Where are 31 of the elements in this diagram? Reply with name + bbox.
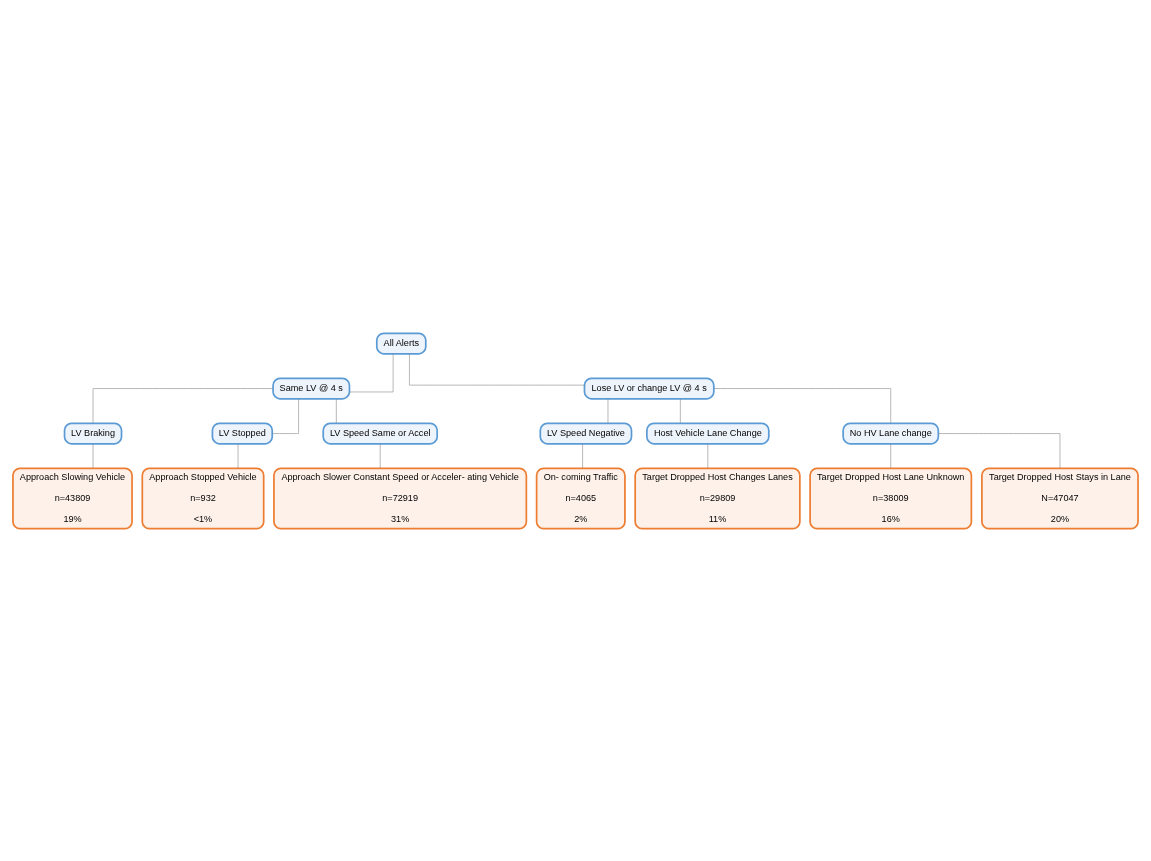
connector: [237, 443, 239, 468]
connector: [890, 443, 892, 468]
node-box: Approach Slower Constant Speed or Acceler- ating Vehicle n=72919 31%: [273, 466, 528, 530]
connector: [409, 353, 585, 385]
connector: [938, 432, 1061, 468]
node-box: Target Dropped Host Stays in Lane N=47047 20%: [981, 466, 1139, 530]
node-box: LV Braking: [63, 421, 123, 445]
node-box: All Alerts: [375, 331, 427, 355]
connector: [607, 398, 609, 423]
node-box: On- coming Traffic n=4065 2%: [535, 466, 626, 530]
connector: [713, 387, 892, 423]
node-box: Approach Slowing Vehicle n=43809 19%: [12, 466, 133, 530]
connector: [336, 398, 337, 423]
node-box: No HV Lane change: [842, 421, 940, 445]
node-box: Lose LV or change LV @ 4 s: [583, 376, 715, 400]
node-box: LV Speed Negative: [539, 421, 633, 445]
connector: [582, 443, 583, 468]
node-box: LV Speed Same or Accel: [322, 421, 439, 445]
connector: [271, 398, 299, 434]
node-box: Host Vehicle Lane Change: [646, 421, 770, 445]
connector: [349, 353, 394, 392]
node-box: Approach Stopped Vehicle n=932 <1%: [141, 466, 265, 530]
node-box: LV Stopped: [211, 421, 274, 445]
connector: [680, 398, 681, 423]
connector: [92, 443, 94, 468]
connector: [92, 387, 274, 423]
node-box: Same LV @ 4 s: [272, 376, 351, 400]
connector: [707, 443, 709, 468]
node-box: Target Dropped Host Changes Lanes n=29809 11%: [634, 466, 801, 530]
node-box: Target Dropped Host Lane Unknown n=38009 16%: [809, 466, 973, 530]
connector: [379, 443, 381, 468]
